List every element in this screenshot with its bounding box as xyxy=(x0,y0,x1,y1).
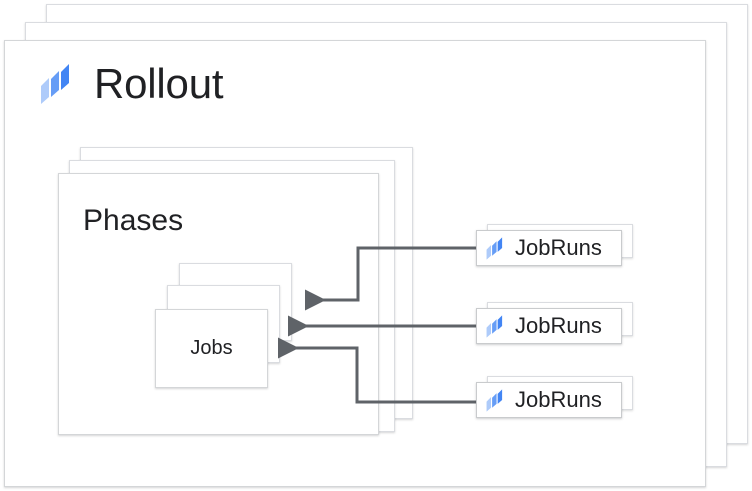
jobruns-label-0: JobRuns xyxy=(515,235,602,260)
jobruns-card-2[interactable]: JobRuns xyxy=(476,382,622,418)
rollout-logo-icon xyxy=(486,388,506,412)
page-title: Rollout xyxy=(94,60,224,107)
jobruns-label-1: JobRuns xyxy=(515,313,602,338)
rollout-logo-icon xyxy=(486,236,506,260)
jobruns-card-1[interactable]: JobRuns xyxy=(476,308,622,344)
jobruns-label-2: JobRuns xyxy=(515,387,602,412)
rollout-header: Rollout xyxy=(40,60,224,107)
jobs-label: Jobs xyxy=(190,337,233,359)
rollout-logo-icon xyxy=(40,64,76,104)
jobs-stack-card-front xyxy=(155,309,268,388)
phases-title: Phases xyxy=(83,204,184,237)
jobruns-card-0[interactable]: JobRuns xyxy=(476,230,622,266)
rollout-logo-icon xyxy=(486,314,506,338)
